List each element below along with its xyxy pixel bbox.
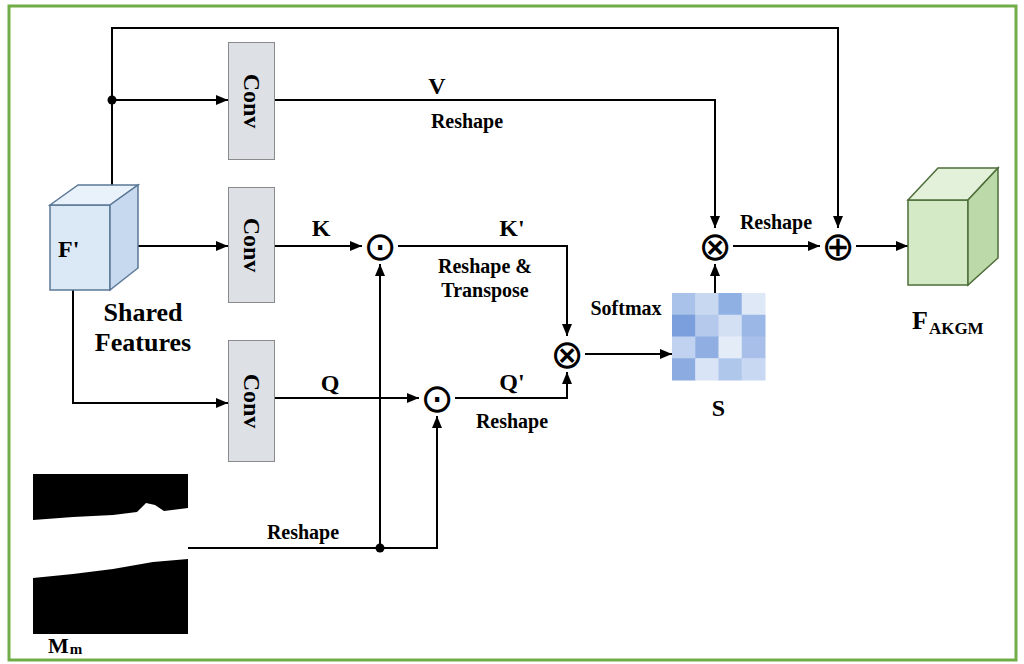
output-subscript: AKGM <box>929 320 984 337</box>
matrix-cell <box>672 337 696 359</box>
conv-box: Conv <box>228 187 275 303</box>
operator-symbol: ⊕ <box>821 228 855 264</box>
edge-label: Reshape <box>267 522 339 542</box>
attention-matrix: S <box>672 293 765 380</box>
matrix-cell <box>742 293 766 315</box>
operation-label: Reshape <box>476 411 548 431</box>
mask-subscript: m <box>70 642 83 657</box>
connector <box>275 100 715 228</box>
conv-box: Conv <box>228 340 275 462</box>
matrix-cell <box>742 337 766 359</box>
matrix-cell <box>695 337 719 359</box>
edge-label: K <box>312 216 331 240</box>
edge-label: Q <box>321 371 340 395</box>
output-cube: FAKGM <box>908 168 998 285</box>
operator-symbol: ⊗ <box>698 228 732 264</box>
operation-label: Reshape <box>431 111 503 131</box>
cube-front <box>50 205 110 290</box>
operator-circle: ⊕ <box>820 228 856 264</box>
operation-label: Reshape & Transpose <box>415 254 555 302</box>
conv-label: Conv <box>240 374 264 429</box>
shape-outline <box>908 168 998 285</box>
matrix-cell <box>742 315 766 337</box>
operator-circle: ⊙ <box>419 380 455 416</box>
conv-label: Conv <box>240 74 264 129</box>
matrix-cell <box>672 315 696 337</box>
mask-name: M <box>48 635 69 657</box>
connector <box>275 397 419 399</box>
operator-circle: ⊗ <box>697 228 733 264</box>
cube-side <box>968 168 998 285</box>
connector <box>188 264 380 548</box>
conv-box: Conv <box>228 42 275 160</box>
edge-label: Softmax <box>590 298 661 318</box>
feature-name: F' <box>58 237 79 261</box>
output-name: F <box>912 308 928 334</box>
edge-label: Reshape <box>740 212 812 232</box>
connector <box>73 290 228 403</box>
operator-circle: ⊗ <box>549 336 585 372</box>
matrix-cell <box>719 358 743 380</box>
shape-outline <box>672 293 765 380</box>
matrix-cell <box>742 358 766 380</box>
conv-label: Conv <box>240 218 264 273</box>
connector <box>112 28 838 228</box>
matrix-cell <box>695 358 719 380</box>
edge-label: Q' <box>499 370 524 394</box>
operator-circle: ⊙ <box>362 228 398 264</box>
connector <box>275 245 362 247</box>
connector <box>188 416 437 548</box>
frame-border <box>9 6 1016 660</box>
matrix-cell <box>719 293 743 315</box>
feature-cube: F'Shared Features <box>50 185 138 290</box>
connector <box>138 245 228 247</box>
operator-symbol: ⊙ <box>420 380 454 416</box>
matrix-cell <box>672 293 696 315</box>
edge-label: K' <box>499 216 524 240</box>
matrix-cell <box>719 337 743 359</box>
cube-side <box>110 185 138 290</box>
shape-outline <box>33 474 188 634</box>
matrix-cell <box>695 293 719 315</box>
connector <box>733 245 820 247</box>
cube-front <box>908 200 968 285</box>
matrix-label: S <box>712 396 725 420</box>
matrix-cell <box>719 315 743 337</box>
connector <box>112 100 228 185</box>
mask-background <box>33 474 188 634</box>
mask-image: Mm <box>33 474 188 634</box>
operator-symbol: ⊙ <box>363 228 397 264</box>
mask-region <box>33 503 188 578</box>
operator-symbol: ⊗ <box>550 336 584 372</box>
feature-caption: Shared Features <box>82 298 204 358</box>
matrix-cell <box>672 358 696 380</box>
connector <box>585 353 672 355</box>
connector <box>856 245 908 247</box>
edge-label: V <box>428 74 445 98</box>
connector <box>714 264 716 293</box>
connector <box>398 246 567 336</box>
matrix-cell <box>695 315 719 337</box>
